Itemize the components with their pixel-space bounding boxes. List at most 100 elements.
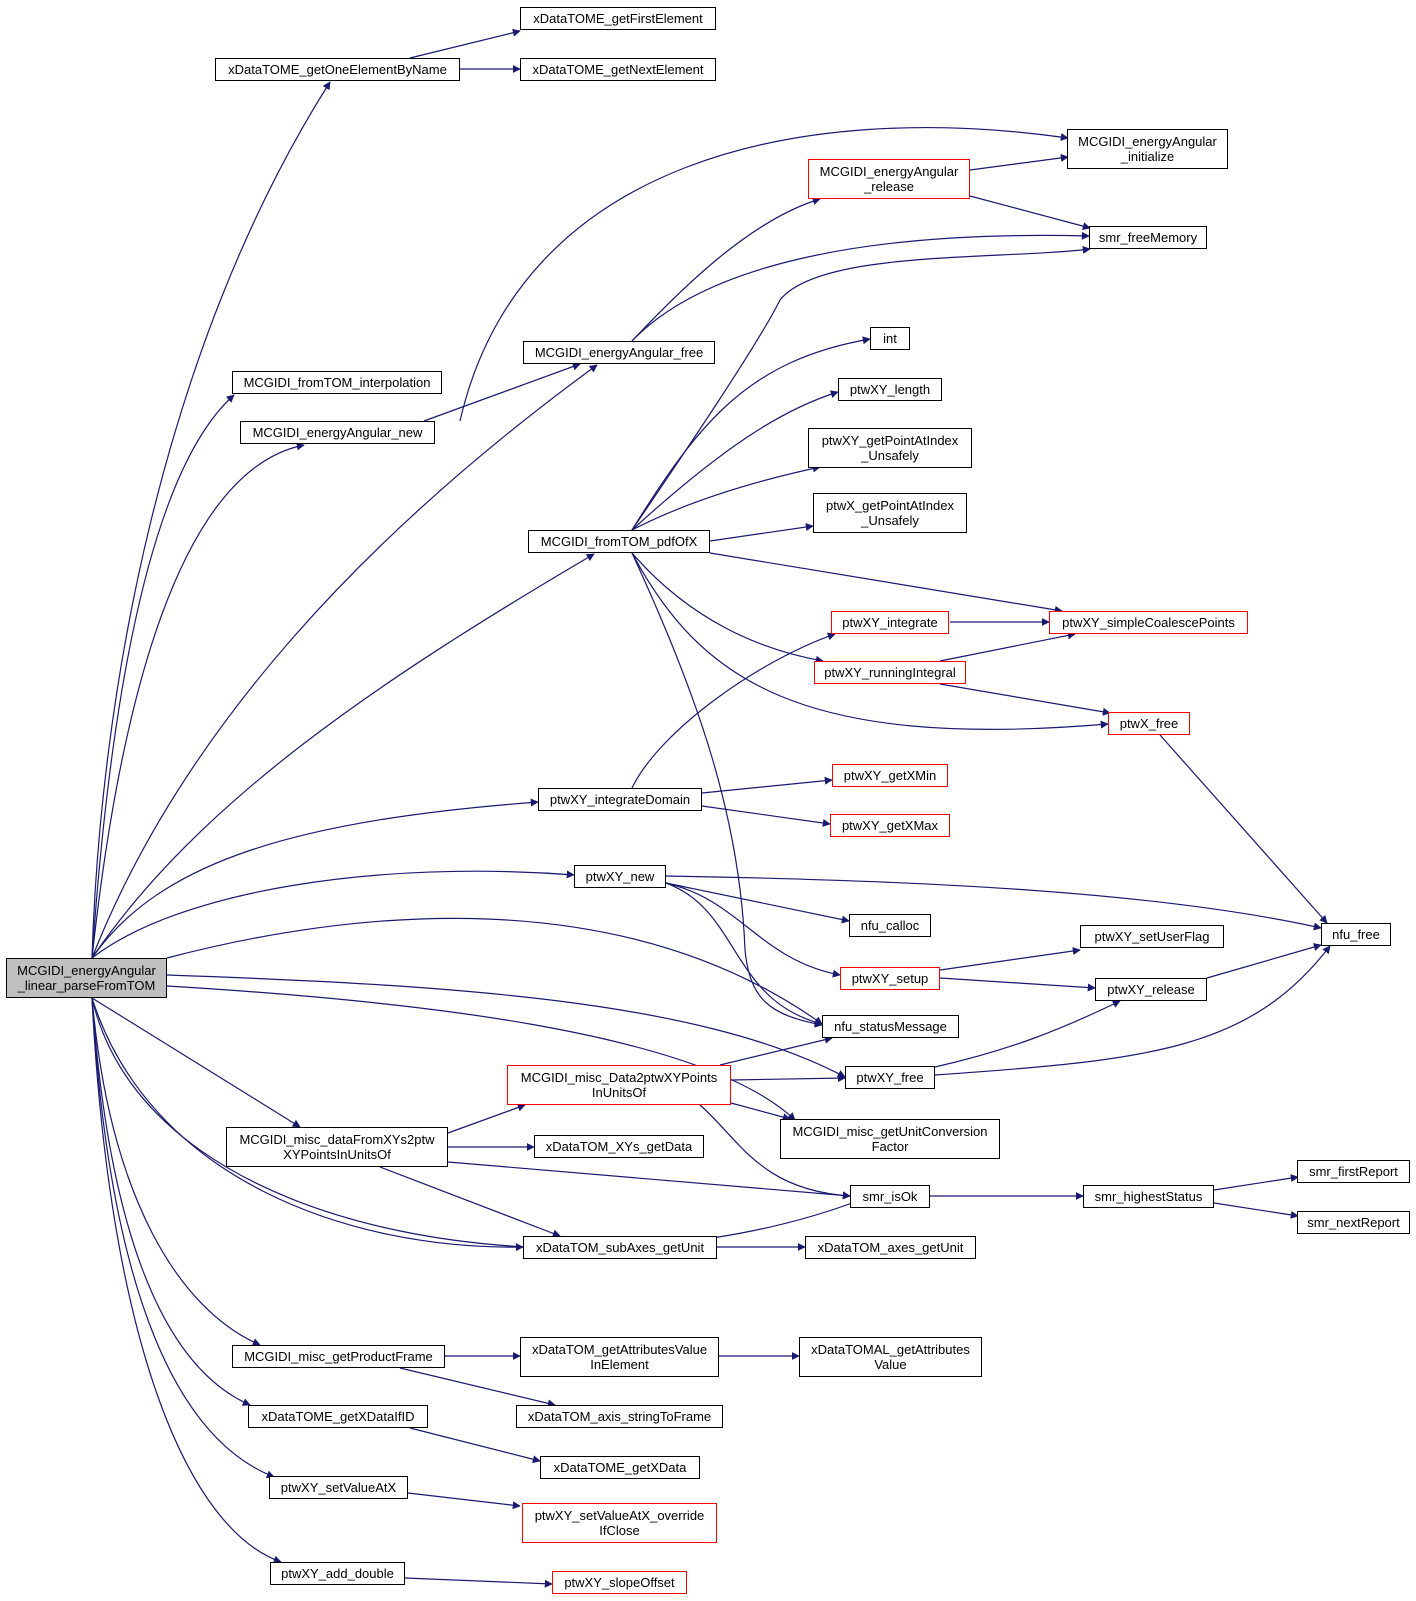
node-xyRelease[interactable]: ptwXY_release bbox=[1095, 978, 1207, 1001]
edge-setup-setUserFlag bbox=[939, 947, 1081, 971]
edge-integrateDomain-getXMin bbox=[701, 776, 833, 794]
edge-eaRelease-freeMemory bbox=[969, 195, 1091, 231]
node-getXMin[interactable]: ptwXY_getXMin bbox=[832, 764, 948, 787]
node-getNextElement[interactable]: xDataTOME_getNextElement bbox=[520, 58, 716, 81]
edge-dataFromXYs-smrIsOk bbox=[447, 1161, 851, 1200]
edge-eaNew-eaFree bbox=[423, 362, 581, 422]
edge-addDouble-slopeOffset bbox=[404, 1577, 553, 1588]
edge-highestStatus-nextReport bbox=[1213, 1202, 1299, 1219]
node-calloc[interactable]: nfu_calloc bbox=[849, 914, 931, 937]
edge-root-pdfOfX bbox=[91, 553, 595, 959]
edge-setup-xyRelease bbox=[939, 977, 1096, 992]
edge-root-addDouble bbox=[91, 997, 282, 1564]
edge-getOne-getFirst bbox=[409, 28, 521, 59]
edge-root-integrateDomain bbox=[91, 798, 539, 959]
node-runningIntegral[interactable]: ptwXY_runningIntegral bbox=[814, 661, 966, 684]
node-eaInitialize[interactable]: MCGIDI_energyAngular_initialize bbox=[1067, 129, 1228, 169]
node-highestStatus[interactable]: smr_highestStatus bbox=[1083, 1185, 1214, 1208]
node-axisStringToFrame[interactable]: xDataTOM_axis_stringToFrame bbox=[516, 1405, 723, 1428]
edge-pdfOfX-freeMemory bbox=[631, 245, 1091, 531]
node-addDouble[interactable]: ptwXY_add_double bbox=[270, 1562, 405, 1585]
edge-eaNew-eaInitialize bbox=[459, 127, 1069, 422]
edge-integrateDomain-xyIntegrate bbox=[631, 632, 836, 789]
edge-productFrame-axisStringToFrame bbox=[399, 1367, 556, 1408]
node-slopeOffset[interactable]: ptwXY_slopeOffset bbox=[552, 1571, 687, 1594]
node-integrateDomain[interactable]: ptwXY_integrateDomain bbox=[538, 788, 702, 811]
node-getOneElementByName[interactable]: xDataTOME_getOneElementByName bbox=[215, 58, 460, 81]
edge-root-interp bbox=[91, 394, 235, 959]
node-setUserFlag[interactable]: ptwXY_setUserFlag bbox=[1080, 925, 1224, 948]
node-axesGetUnit[interactable]: xDataTOM_axes_getUnit bbox=[805, 1236, 976, 1259]
node-coalesce[interactable]: ptwXY_simpleCoalescePoints bbox=[1049, 611, 1248, 634]
node-eaFree[interactable]: MCGIDI_energyAngular_free bbox=[523, 341, 715, 364]
node-xyFree[interactable]: ptwXY_free bbox=[845, 1066, 935, 1089]
node-eaRelease[interactable]: MCGIDI_energyAngular_release bbox=[808, 159, 970, 199]
node-getFirstElement[interactable]: xDataTOME_getFirstElement bbox=[520, 7, 716, 30]
edge-root-xyFree bbox=[166, 974, 846, 1078]
edge-xyNew-nfuFree bbox=[665, 875, 1322, 931]
edge-xyNew-calloc bbox=[665, 882, 850, 924]
node-xyLength[interactable]: ptwXY_length bbox=[838, 378, 942, 401]
edge-root-productFrame bbox=[91, 997, 261, 1346]
node-xysGetData[interactable]: xDataTOM_XYs_getData bbox=[534, 1135, 704, 1158]
node-statusMsg[interactable]: nfu_statusMessage bbox=[822, 1015, 959, 1038]
edge-root-smrIsOk bbox=[91, 997, 861, 1249]
edge-root-statusMsg bbox=[166, 917, 823, 1025]
node-root[interactable]: MCGIDI_energyAngular_linear_parseFromTOM bbox=[6, 958, 167, 998]
node-getXData[interactable]: xDataTOME_getXData bbox=[540, 1456, 700, 1479]
node-setValueAtX[interactable]: ptwXY_setValueAtX bbox=[269, 1476, 408, 1499]
edge-setValueAtX-setValueOverride bbox=[407, 1492, 521, 1510]
node-productFrame[interactable]: MCGIDI_misc_getProductFrame bbox=[232, 1345, 445, 1368]
edge-root-setValueAtX bbox=[91, 997, 275, 1479]
node-nextReport[interactable]: smr_nextReport bbox=[1297, 1211, 1410, 1234]
edge-root-xyNew bbox=[91, 870, 575, 959]
node-firstReport[interactable]: smr_firstReport bbox=[1297, 1160, 1410, 1183]
edge-root-getOneElementByName bbox=[91, 81, 331, 959]
node-getXMax[interactable]: ptwXY_getXMax bbox=[830, 814, 950, 837]
node-pdfOfX[interactable]: MCGIDI_fromTOM_pdfOfX bbox=[528, 530, 710, 553]
node-xyNew[interactable]: ptwXY_new bbox=[574, 865, 666, 888]
node-nfuFree[interactable]: nfu_free bbox=[1321, 923, 1391, 946]
edge-root-subAxesGetUnit bbox=[91, 997, 524, 1252]
node-freeMemory[interactable]: smr_freeMemory bbox=[1089, 226, 1207, 249]
edge-pdfOfX-statusMsg bbox=[631, 552, 823, 1028]
edge-root-unitConv bbox=[166, 985, 796, 1121]
edge-pdfOfX-int bbox=[631, 336, 871, 531]
edge-pdfOfX-runningIntegral bbox=[631, 552, 824, 664]
edge-data2ptw-xyFree bbox=[730, 1074, 846, 1083]
node-getXDataIfID[interactable]: xDataTOME_getXDataIfID bbox=[248, 1405, 428, 1428]
edge-data2ptw-smrIsOk bbox=[699, 1104, 851, 1200]
node-xyIntegrate[interactable]: ptwXY_integrate bbox=[831, 611, 949, 634]
edge-pdfOfX-xyLength bbox=[631, 390, 839, 531]
node-subAxesGetUnit[interactable]: xDataTOM_subAxes_getUnit bbox=[523, 1236, 717, 1259]
edge-xyFree-nfuFree bbox=[934, 945, 1331, 1076]
node-xyGetPoint[interactable]: ptwXY_getPointAtIndex_Unsafely bbox=[808, 428, 972, 468]
node-xGetPoint[interactable]: ptwX_getPointAtIndex_Unsafely bbox=[813, 493, 967, 533]
edge-eaFree-freeMemory bbox=[631, 231, 1090, 342]
edge-xFree-nfuFree bbox=[1159, 734, 1328, 924]
edge-pdfOfX-xGetPoint bbox=[709, 523, 814, 542]
node-smrIsOk[interactable]: smr_isOk bbox=[850, 1185, 930, 1208]
edge-dataFromXYs-subAxesGetUnit bbox=[379, 1166, 561, 1238]
edge-root-getXDataIfID bbox=[91, 997, 251, 1406]
edge-getXDataIfID-getXData bbox=[409, 1427, 541, 1464]
edge-data2ptw-unitConv bbox=[730, 1102, 791, 1121]
edge-xyNew-setup bbox=[665, 882, 841, 978]
edge-root-dataFromXYs bbox=[91, 997, 301, 1128]
edge-integrateDomain-getXMax bbox=[701, 805, 831, 827]
node-int[interactable]: int bbox=[870, 327, 910, 350]
node-xFree[interactable]: ptwX_free bbox=[1108, 712, 1190, 735]
edge-highestStatus-firstReport bbox=[1213, 1174, 1299, 1191]
node-setup[interactable]: ptwXY_setup bbox=[840, 967, 940, 990]
edge-pdfOfX-xFree bbox=[631, 552, 1109, 730]
node-interp[interactable]: MCGIDI_fromTOM_interpolation bbox=[232, 371, 442, 394]
node-eaNew[interactable]: MCGIDI_energyAngular_new bbox=[240, 421, 435, 444]
edge-xyFree-xyRelease bbox=[934, 1000, 1121, 1068]
edge-eaRelease-eaInitialize bbox=[969, 153, 1069, 171]
